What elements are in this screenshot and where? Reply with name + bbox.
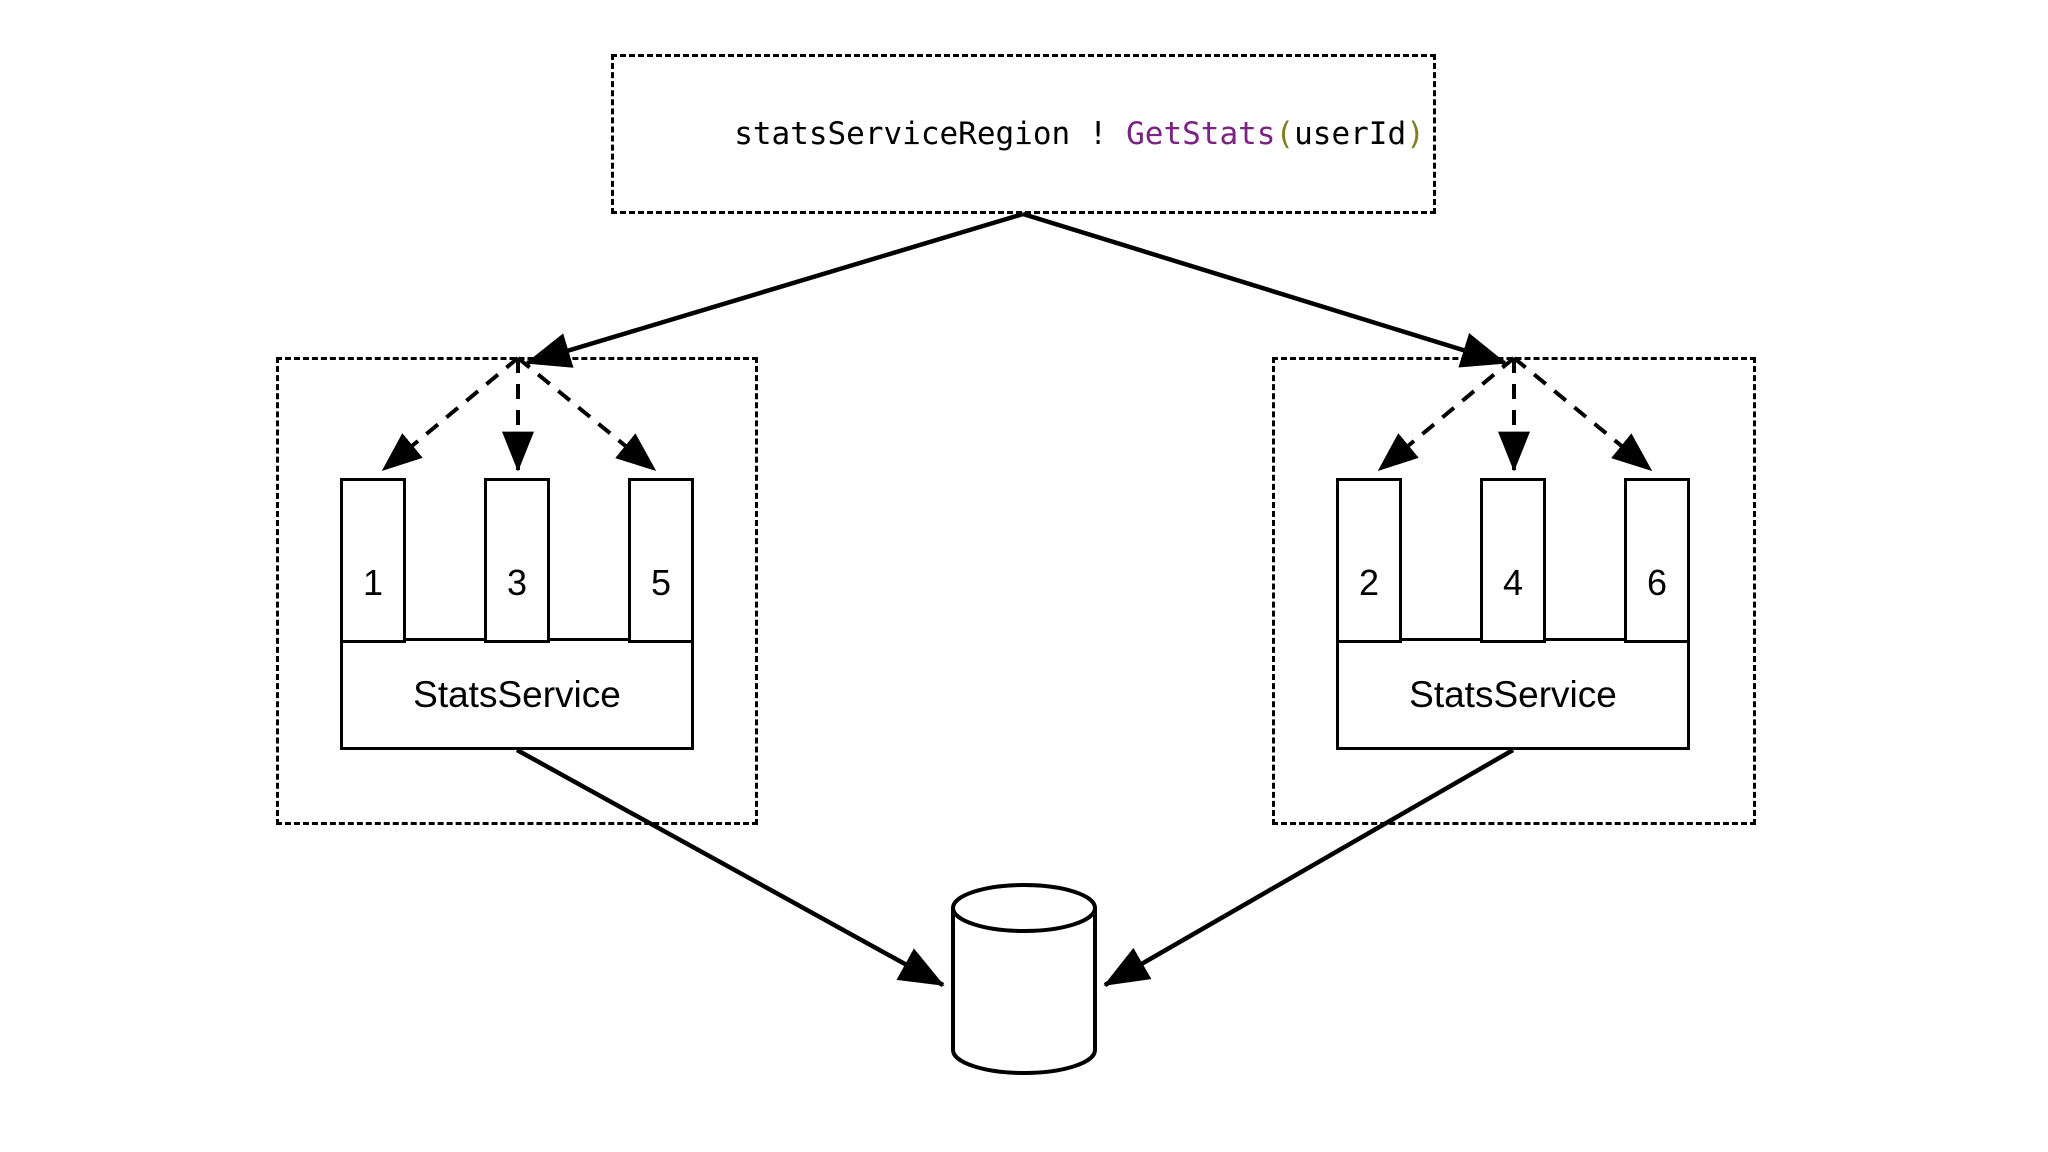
message-token-open-paren: ( — [1275, 115, 1295, 152]
shard-box-right-0: 2 — [1336, 478, 1402, 643]
region-container-right — [1272, 357, 1756, 825]
stats-service-label-left: StatsService — [413, 673, 621, 715]
database-cylinder-icon — [951, 883, 1097, 1075]
message-token-close-paren: ) — [1406, 115, 1425, 152]
shard-label-right-2: 6 — [1646, 561, 1668, 603]
message-token-argument: userId — [1294, 115, 1407, 152]
shard-label-left-0: 1 — [362, 561, 384, 603]
message-token-receiver: statsServiceRegion ! — [734, 115, 1127, 152]
shard-box-left-2: 5 — [628, 478, 694, 643]
message-token-method: GetStats — [1126, 115, 1276, 152]
shard-box-left-0: 1 — [340, 478, 406, 643]
shard-box-right-1: 4 — [1480, 478, 1546, 643]
message-envelope-box: statsServiceRegion ! GetStats(userId) — [611, 54, 1436, 214]
edge-route-to-left-region — [525, 211, 1024, 368]
stats-service-body-right: StatsService — [1336, 638, 1690, 750]
shard-label-left-1: 3 — [506, 561, 528, 603]
stats-service-label-right: StatsService — [1409, 673, 1617, 715]
shard-label-left-2: 5 — [650, 561, 672, 603]
shard-box-left-1: 3 — [484, 478, 550, 643]
message-text: statsServiceRegion ! GetStats(userId) — [622, 88, 1425, 181]
stats-service-node-right: 2 4 6 StatsService — [1336, 478, 1690, 750]
shard-box-right-2: 6 — [1624, 478, 1690, 643]
stats-service-body-left: StatsService — [340, 638, 694, 750]
shard-label-right-1: 4 — [1502, 561, 1524, 603]
edge-route-to-right-region — [1022, 211, 1507, 368]
stats-service-node-left: 1 3 5 StatsService — [340, 478, 694, 750]
shard-label-right-0: 2 — [1358, 561, 1380, 603]
region-container-left — [276, 357, 758, 825]
